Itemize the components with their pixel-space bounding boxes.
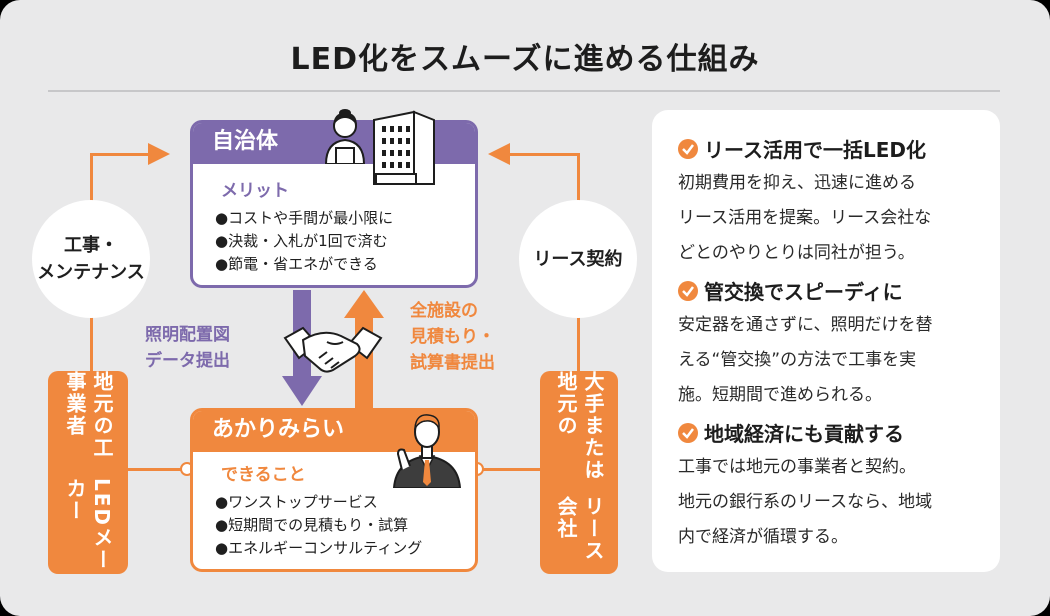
section-line: 安定器を通さずに、照明だけを替 (678, 315, 933, 335)
municipality-list: ●コストや手間が最小限に ●決裁・入札が1回で済む ●節電・省エネができる (193, 207, 475, 276)
local-contractor-card: 地元の工事業者 LEDメーカー (48, 371, 128, 574)
check-icon (678, 422, 698, 443)
circle-label-line1: 工事・ (63, 235, 118, 256)
akarimirai-title: あかりみらい (212, 417, 345, 442)
akarimirai-subtitle: できること (221, 465, 306, 485)
handshake-icon (283, 326, 383, 373)
circle-label-line2: メンテナンス (37, 262, 145, 283)
section-body-tube: 安定器を通さずに、照明だけを替 える“管交換”の方法で工事を実 施。短期間で進め… (678, 308, 978, 413)
page-title: LED化をスムーズに進める仕組み (290, 42, 760, 77)
akarimirai-list: ●ワンストップサービス ●短期間での見積もり・試算 ●エネルギーコンサルティング (193, 491, 475, 560)
local-contractor-line1: 地元の工事業者 (63, 371, 114, 459)
municipality-title: 自治体 (212, 129, 279, 154)
list-item: ●決裁・入札が1回で済む (215, 232, 388, 250)
lease-company-card: 大手または地元のリース会社 (540, 371, 618, 574)
list-item: ●コストや手間が最小限に (215, 209, 394, 227)
businessman-icon (391, 414, 462, 488)
arrow-left-to-municipality-icon (148, 143, 170, 165)
list-item: ●エネルギーコンサルティング (215, 539, 423, 557)
list-item: ●短期間での見積もり・試算 (215, 516, 409, 534)
section-heading-tube: 管交換でスピーディに (678, 276, 903, 305)
section-line: 初期費用を抑え、迅速に進める (678, 173, 916, 193)
flow-label-line: 照明配置図 (145, 325, 230, 345)
section-heading-text: リース活用で一括LED化 (704, 138, 927, 162)
lease-contract-circle: リース契約 (519, 200, 637, 318)
arrow-right-to-municipality-icon (488, 143, 510, 165)
section-line: 内で経済が循環する。 (678, 527, 848, 547)
section-line: 施。短期間で進められる。 (678, 385, 882, 405)
list-item: ●節電・省エネができる (215, 255, 378, 273)
flow-label-line: 全施設の (410, 301, 478, 321)
section-body-economy: 工事では地元の事業者と契約。 地元の銀行系のリースなら、地域 内で経済が循環する… (678, 450, 978, 555)
section-heading-lease: リース活用で一括LED化 (678, 134, 926, 163)
connector-right-top (508, 153, 580, 156)
connector-bottom-right (478, 468, 540, 471)
construction-maintenance-circle: 工事・メンテナンス (32, 200, 150, 318)
local-contractor-line2: LEDメーカー (63, 478, 114, 572)
list-item: ●ワンストップサービス (215, 493, 378, 511)
section-line: どとのやりとりは同社が担う。 (678, 243, 915, 263)
section-body-lease: 初期費用を抑え、迅速に進める リース活用を提案。リース会社な どとのやりとりは同… (678, 166, 978, 271)
check-icon (678, 138, 698, 159)
section-heading-text: 地域経済にも貢献する (704, 422, 904, 446)
flow-label-data-submission: 照明配置図 データ提出 (145, 322, 230, 374)
info-panel: リース活用で一括LED化 初期費用を抑え、迅速に進める リース活用を提案。リース… (652, 110, 1000, 572)
building-icon (373, 110, 435, 185)
connector-bottom-left (128, 468, 188, 471)
woman-icon (324, 109, 366, 164)
lease-company-line2: リース会社 (554, 495, 605, 562)
section-line: 工事では地元の事業者と契約。 (678, 457, 916, 477)
flow-label-line: 見積もり・ (410, 327, 495, 347)
connector-left-top (90, 153, 152, 156)
section-line: リース活用を提案。リース会社な (678, 208, 932, 228)
municipality-subtitle: メリット (221, 181, 289, 201)
circle-label: リース契約 (533, 248, 623, 270)
title-divider (48, 90, 1000, 92)
section-heading-text: 管交換でスピーディに (704, 280, 903, 304)
section-heading-economy: 地域経済にも貢献する (678, 418, 904, 447)
flow-label-estimate-submission: 全施設の 見積もり・ 試算書提出 (410, 298, 495, 376)
flow-label-line: データ提出 (145, 351, 230, 371)
lease-company-line1: 大手または地元の (554, 371, 605, 481)
flow-label-line: 試算書提出 (410, 353, 495, 373)
section-line: 地元の銀行系のリースなら、地域 (678, 492, 933, 512)
check-icon (678, 280, 698, 301)
section-line: える“管交換”の方法で工事を実 (678, 350, 917, 370)
